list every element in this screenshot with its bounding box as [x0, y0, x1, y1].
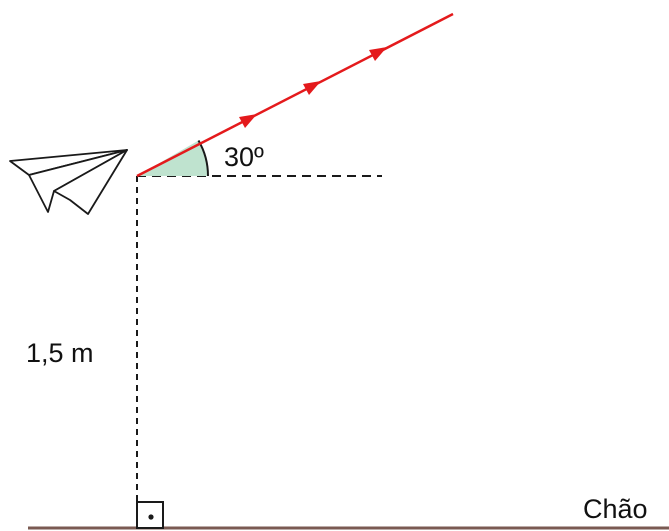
height-label: 1,5 m [26, 338, 94, 368]
angle-label: 30º [224, 142, 264, 172]
paper-airplane-icon [9, 149, 128, 215]
angle-arc [197, 140, 210, 177]
trajectory-line [136, 12, 454, 178]
right-angle-marker [136, 501, 164, 529]
trajectory-arrow-3 [369, 47, 387, 61]
trajectory-arrow-2 [303, 81, 321, 95]
ground-label: Chão [583, 494, 648, 524]
trajectory-arrow-1 [239, 114, 257, 128]
right-angle-dot [148, 514, 154, 520]
